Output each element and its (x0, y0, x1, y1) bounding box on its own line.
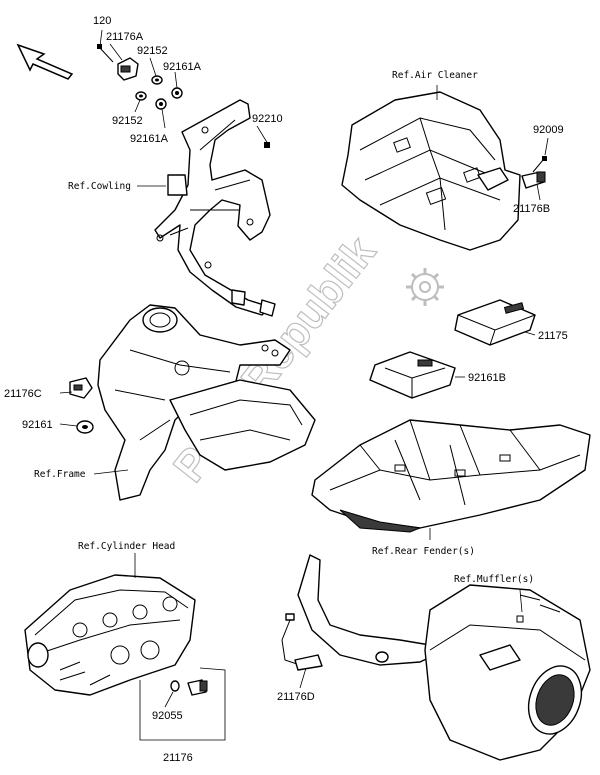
label-21176B: 21176B (513, 203, 550, 215)
label-92161A-top: 92161A (163, 61, 202, 73)
sensor-21176B (521, 171, 546, 189)
grommet-92152-top (151, 75, 163, 85)
reference-labels: Ref.Air Cleaner Ref.Cowling Ref.Frame Re… (34, 70, 534, 585)
bolt-120 (97, 44, 114, 63)
screw-92009 (532, 156, 547, 173)
label-92161B: 92161B (468, 372, 506, 384)
ecu-21175 (454, 299, 536, 346)
label-92210: 92210 (252, 113, 283, 125)
rear-fender (311, 419, 591, 533)
ecu-holder-92161B (369, 351, 456, 399)
label-92161: 92161 (22, 419, 53, 431)
label-92055: 92055 (152, 710, 183, 722)
sensor-21176C (69, 377, 93, 399)
cowling-stay-bracket (154, 99, 276, 317)
part-number-labels: 120 21176A 92152 92161A 92152 92161A 922… (4, 15, 568, 764)
collar-92161 (76, 420, 94, 434)
clip-92210 (264, 142, 270, 148)
label-21176D: 21176D (277, 691, 315, 703)
grommet-92152-bot (135, 91, 147, 101)
label-21176A: 21176A (106, 31, 144, 43)
gear-logo-icon (406, 268, 444, 306)
ref-cowling: Ref.Cowling (68, 181, 131, 192)
frame (97, 304, 316, 501)
air-cleaner-housing (341, 91, 521, 251)
collar-92161A-bot (155, 98, 167, 110)
front-direction-arrow-icon (16, 43, 74, 80)
ref-rear-fender: Ref.Rear Fender(s) (372, 546, 475, 557)
cylinder-head (24, 574, 196, 696)
ref-cylinder-head: Ref.Cylinder Head (78, 541, 175, 552)
washer-92055 (170, 680, 180, 692)
bracket-21176A (117, 57, 139, 81)
label-21175: 21175 (538, 330, 568, 342)
collar-92161A-top (171, 87, 183, 99)
ref-muffler: Ref.Muffler(s) (454, 574, 534, 585)
label-21176: 21176 (163, 752, 193, 764)
sensor-21176 (187, 679, 208, 696)
label-92152-top: 92152 (137, 45, 168, 57)
label-21176C: 21176C (4, 388, 42, 400)
label-92009: 92009 (533, 124, 564, 136)
muffler (297, 554, 591, 761)
o2-sensor-21176D (281, 613, 323, 671)
ref-air-cleaner: Ref.Air Cleaner (392, 70, 478, 81)
label-92161A-bot: 92161A (130, 133, 169, 145)
label-92152-bot: 92152 (112, 115, 143, 127)
label-120: 120 (93, 15, 111, 27)
leader-lines (59, 29, 549, 741)
ref-frame: Ref.Frame (34, 469, 86, 480)
